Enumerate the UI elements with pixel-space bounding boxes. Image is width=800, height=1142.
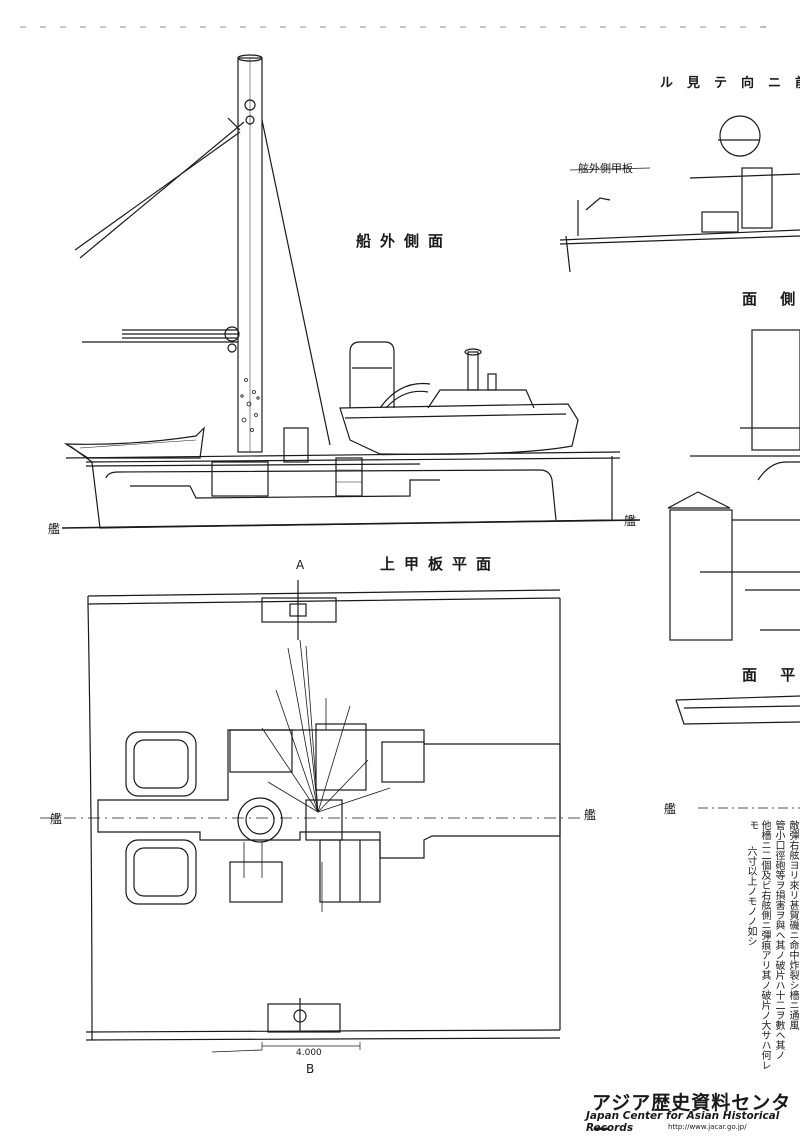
dimension-label: 4.000 (296, 1048, 322, 1058)
bow-label-side: 艦 (48, 522, 61, 536)
side-view-title: 船外側面 (356, 232, 453, 250)
bow-label-plan: 艦 (50, 812, 63, 826)
front-view-title: 前ニ向テ見ル (660, 76, 800, 91)
damage-notes: 敵彈右舷ヨリ來リ甚賀磯ニ命中炸裂シ檣ニ通風 管小口徑砲等ヲ損害ヲ與ヘ其ノ破片ハ十… (702, 820, 798, 1070)
footer-url[interactable]: http://www.jacar.go.jp/ (668, 1123, 747, 1131)
deck-note-label: 舷外側甲板 (578, 162, 633, 175)
stern-label-plan: 艦 (584, 808, 597, 822)
upper-deck-plan (40, 580, 580, 1053)
right-side-view-title: 面 側 (742, 290, 800, 308)
note-column-4: 六寸以上ノモノノ如シ (745, 846, 756, 946)
side-elevation (61, 54, 641, 529)
footer-org-en: Japan Center for Asian Historical Record… (586, 1110, 780, 1134)
stern-label-side: 艦 (624, 514, 637, 528)
right-partial-views (559, 115, 800, 809)
upper-deck-plan-title: 上甲板平面 (380, 555, 501, 573)
note-column-1: 敵彈右舷ヨリ來リ甚賀磯ニ命中炸裂シ檣ニ通風 (787, 820, 798, 1030)
note-column-2: 管小口徑砲等ヲ損害ヲ與ヘ其ノ破片ハ十二ヲ數ヘ其ノ (773, 820, 784, 1060)
bow-label-right: 艦 (664, 802, 677, 816)
right-plan-view-title: 面 平 (742, 666, 800, 684)
section-point-b: B (306, 1062, 315, 1076)
section-point-a: A (296, 558, 305, 572)
note-column-3: 他檣ニ二個及ビ右舷側ニ彈痕アリ其ノ破片ノ大サハ何レモ (747, 820, 770, 1070)
